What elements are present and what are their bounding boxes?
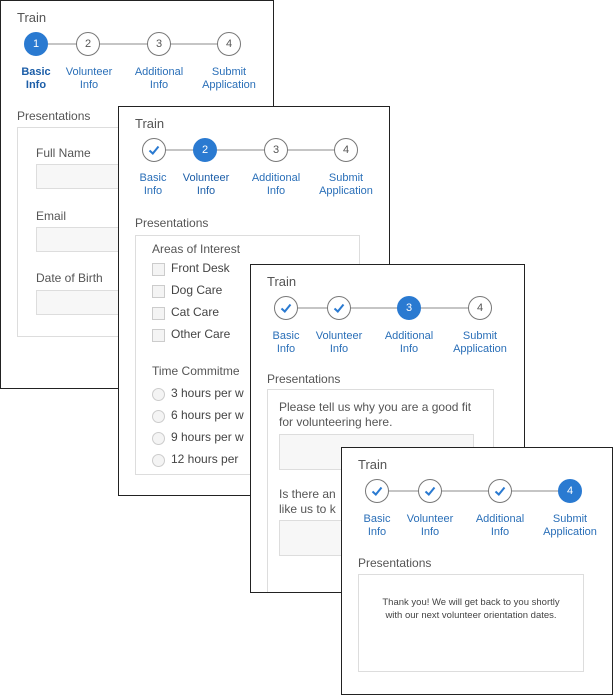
radio-3-hours[interactable] [152,388,165,401]
radio-9-hours[interactable] [152,432,165,445]
check-icon [371,486,383,496]
email-label: Email [36,209,67,223]
option-label: Cat Care [171,305,220,319]
step-4-circle[interactable]: 4 [334,138,358,162]
step-1-circle[interactable]: 1 [24,32,48,56]
option-label: 9 hours per w [171,430,244,444]
step-2-circle[interactable]: 2 [76,32,100,56]
option-label: Other Care [171,327,231,341]
step-3-circle[interactable]: 3 [147,32,171,56]
checkbox-other-care[interactable] [152,329,165,342]
step-2-circle[interactable] [327,296,351,320]
step-connector [36,43,231,45]
option-label: 3 hours per w [171,386,244,400]
radio-12-hours[interactable] [152,454,165,467]
step-1-circle[interactable] [274,296,298,320]
step-connector [377,490,570,492]
option-label: Dog Care [171,283,223,297]
step-1-circle[interactable] [142,138,166,162]
check-icon [148,145,160,155]
checkbox-dog-care[interactable] [152,285,165,298]
step-connector [154,149,347,151]
train-title: Train [358,457,388,472]
section-title: Presentations [267,372,341,386]
section-title: Presentations [17,109,91,123]
step-1-circle[interactable] [365,479,389,503]
time-commitment-label: Time Commitme [152,364,240,378]
train-title: Train [267,274,297,289]
checkbox-cat-care[interactable] [152,307,165,320]
train-title: Train [135,116,165,131]
step-3-circle[interactable]: 3 [264,138,288,162]
step-2-circle[interactable] [418,479,442,503]
step-2-circle[interactable]: 2 [193,138,217,162]
check-icon [494,486,506,496]
step-4-circle[interactable]: 4 [558,479,582,503]
option-label: 6 hours per w [171,408,244,422]
section-title: Presentations [135,216,209,230]
confirmation-message: Thank you! We will get back to you short… [382,597,560,621]
step-3-circle[interactable]: 3 [397,296,421,320]
radio-6-hours[interactable] [152,410,165,423]
step-4-circle[interactable]: 4 [217,32,241,56]
check-icon [333,303,345,313]
full-name-label: Full Name [36,146,91,160]
check-icon [424,486,436,496]
section-title: Presentations [358,556,432,570]
checkbox-front-desk[interactable] [152,263,165,276]
confirmation-panel: Thank you! We will get back to you short… [358,574,584,672]
areas-of-interest-label: Areas of Interest [152,242,241,256]
option-label: 12 hours per [171,452,239,466]
check-icon [280,303,292,313]
step-4-circle[interactable]: 4 [468,296,492,320]
step-connector [286,307,480,309]
train-title: Train [17,10,47,25]
option-label: Front Desk [171,261,230,275]
step-3-circle[interactable] [488,479,512,503]
dob-label: Date of Birth [36,271,103,285]
